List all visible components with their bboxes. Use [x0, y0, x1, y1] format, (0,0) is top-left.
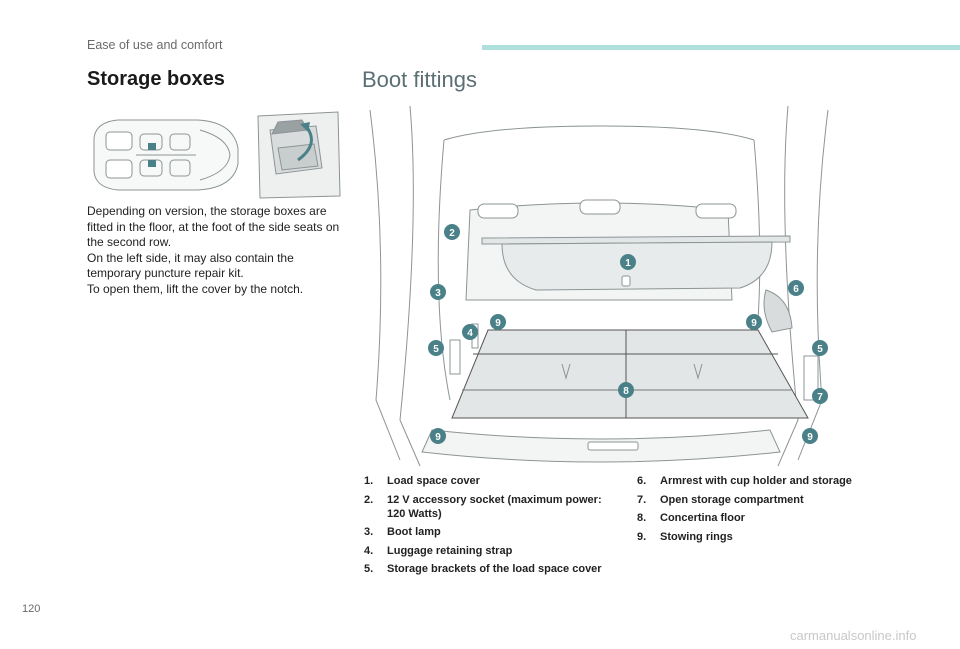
marker-9-mid-left: 9 — [490, 314, 506, 330]
storage-paragraph: To open them, lift the cover by the notc… — [87, 281, 304, 296]
storage-paragraph: Depending on version, the storage boxes … — [87, 204, 340, 249]
legend-number: 1. — [364, 475, 374, 487]
storage-paragraph: On the left side, it may also contain th… — [87, 250, 294, 281]
svg-text:9: 9 — [807, 432, 813, 443]
legend-number: 5. — [364, 563, 374, 575]
legend-item: 1. Load space cover — [364, 474, 604, 488]
legend-number: 8. — [637, 512, 647, 524]
legend-text: Armrest with cup holder and storage — [660, 475, 852, 487]
marker-9-bottom-right: 9 — [802, 428, 818, 444]
marker-5-right: 5 — [812, 340, 828, 356]
legend-text: Stowing rings — [660, 530, 733, 543]
storage-boxes-description: Depending on version, the storage boxes … — [87, 204, 347, 297]
svg-text:9: 9 — [435, 432, 441, 443]
svg-text:1: 1 — [625, 258, 631, 269]
svg-text:9: 9 — [495, 318, 501, 329]
marker-9-bottom-left: 9 — [430, 428, 446, 444]
svg-text:3: 3 — [435, 288, 441, 299]
marker-2: 2 — [444, 224, 460, 240]
legend-text: Luggage retaining strap — [387, 544, 513, 557]
boot-fittings-title: Boot fittings — [362, 67, 477, 92]
legend-number: 3. — [364, 526, 374, 538]
svg-text:9: 9 — [751, 318, 757, 329]
legend-left: 1. Load space cover 2. 12 V accessory sock… — [364, 474, 604, 581]
svg-text:6: 6 — [793, 284, 799, 295]
marker-8: 8 — [618, 382, 634, 398]
section-accent-bar — [482, 45, 960, 50]
legend-number: 7. — [637, 493, 647, 506]
legend-item: 3. Boot lamp — [364, 525, 604, 539]
storage-box-illustration — [93, 111, 341, 199]
legend-number: 6. — [637, 475, 647, 487]
marker-5-left: 5 — [428, 340, 444, 356]
svg-text:4: 4 — [467, 328, 473, 339]
marker-1: 1 — [620, 254, 636, 270]
marker-9-mid-right: 9 — [746, 314, 762, 330]
legend-text: Load space cover — [387, 475, 480, 487]
legend-item: 8. Concertina floor — [637, 511, 887, 525]
svg-text:2: 2 — [449, 228, 455, 239]
legend-text: Storage brackets of the load space cover — [387, 563, 602, 575]
legend-item: 5. Storage brackets of the load space cov… — [364, 562, 604, 576]
legend-item: 6. Armrest with cup holder and storage — [637, 474, 887, 488]
legend-text: Boot lamp — [387, 526, 441, 538]
legend-number: 4. — [364, 544, 374, 557]
svg-text:8: 8 — [623, 386, 629, 397]
legend-item: 7. Open storage compartment — [637, 493, 887, 507]
marker-6: 6 — [788, 280, 804, 296]
svg-text:5: 5 — [817, 344, 823, 355]
legend-item: 2. 12 V accessory socket (maximum power: … — [364, 493, 604, 521]
svg-text:7: 7 — [817, 392, 823, 403]
legend-number: 2. — [364, 493, 374, 506]
section-header: Ease of use and comfort — [87, 38, 223, 52]
legend-text: Open storage compartment — [660, 493, 804, 506]
legend-text: Concertina floor — [660, 512, 745, 524]
svg-text:5: 5 — [433, 344, 439, 355]
legend-number: 9. — [637, 530, 647, 543]
legend-item: 9. Stowing rings — [637, 530, 887, 544]
boot-illustration: 1 2 3 4 5 5 6 7 8 9 9 9 9 — [369, 105, 829, 467]
legend-right: 6. Armrest with cup holder and storage 7.… — [637, 474, 887, 548]
page-number: 120 — [22, 603, 41, 615]
marker-7: 7 — [812, 388, 828, 404]
marker-3: 3 — [430, 284, 446, 300]
legend-text: 12 V accessory socket (maximum power: 12… — [387, 493, 602, 520]
watermark: carmanualsonline.info — [790, 628, 917, 643]
legend-item: 4. Luggage retaining strap — [364, 544, 604, 558]
storage-boxes-title: Storage boxes — [87, 68, 225, 90]
marker-4: 4 — [462, 324, 478, 340]
